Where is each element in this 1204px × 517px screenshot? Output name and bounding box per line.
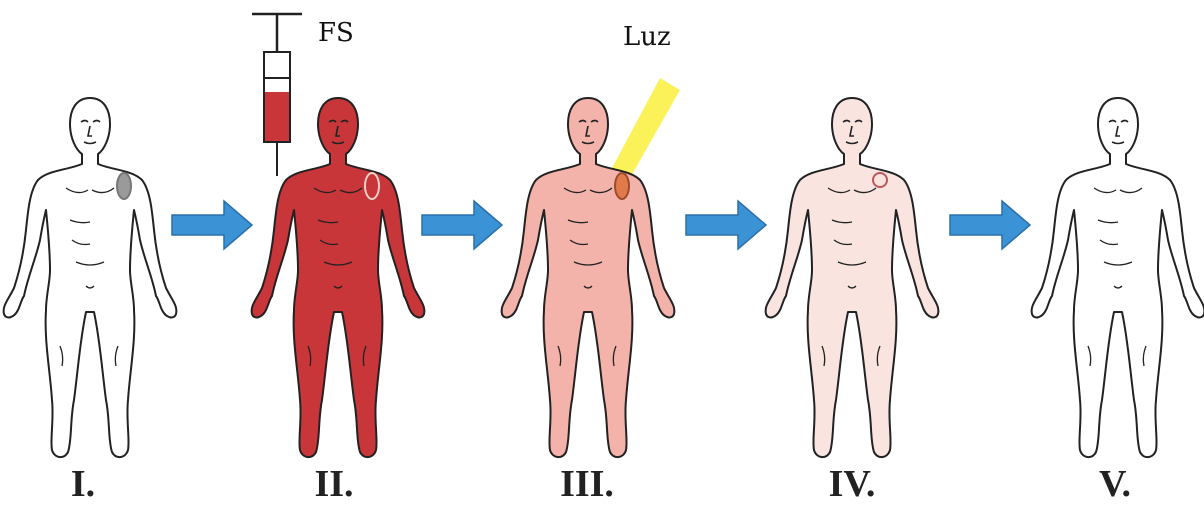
body-silhouette-1 — [4, 98, 177, 457]
step-arrow-2 — [422, 201, 502, 249]
body-silhouette-5 — [1032, 98, 1204, 457]
step-arrow-4 — [950, 201, 1030, 249]
step-arrow-1 — [172, 201, 252, 249]
step-label-2: II. — [274, 462, 394, 506]
person-figure-5 — [1032, 98, 1204, 457]
body-silhouette-3 — [502, 98, 675, 457]
shoulder-lesion-2 — [365, 173, 379, 199]
shoulder-lesion-1 — [117, 173, 131, 199]
body-silhouette-4 — [766, 98, 939, 457]
shoulder-lesion-4 — [873, 173, 887, 187]
drug-label: FS — [318, 18, 354, 48]
shoulder-lesion-3 — [615, 173, 629, 199]
syringe-icon — [252, 14, 302, 176]
light-label: Luz — [623, 22, 671, 52]
light-beam — [612, 78, 680, 178]
step-label-5: V. — [1055, 462, 1175, 506]
person-figure-4 — [766, 98, 939, 457]
step-label-3: III. — [527, 462, 647, 506]
person-figure-1 — [4, 98, 177, 457]
step-label-4: IV. — [792, 462, 912, 506]
syringe-fluid — [265, 92, 289, 141]
step-arrow-3 — [686, 201, 766, 249]
person-figure-3 — [502, 98, 675, 457]
step-label-1: I. — [23, 462, 143, 506]
